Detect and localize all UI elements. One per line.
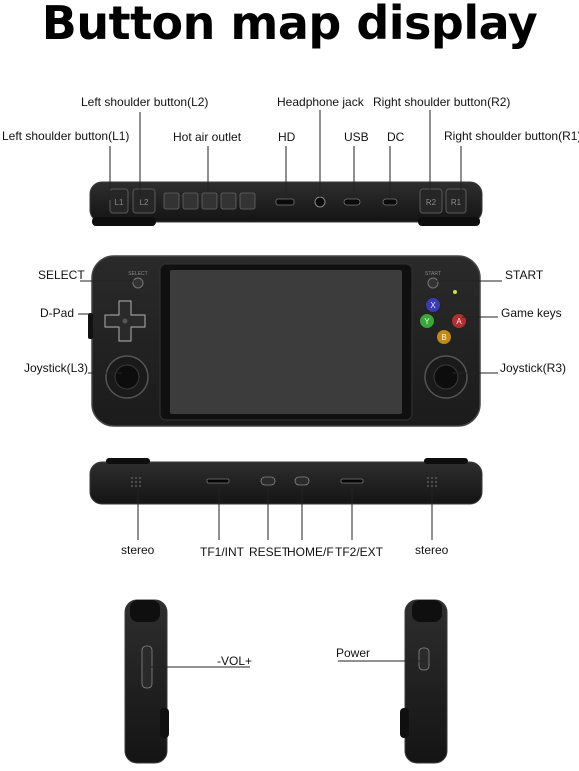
speaker-right-grille bbox=[427, 477, 437, 487]
key-y[interactable] bbox=[419, 313, 435, 329]
label-hot-air-outlet: Hot air outlet bbox=[173, 130, 242, 144]
label-headphone-jack: Headphone jack bbox=[277, 95, 364, 109]
front-view-leader-lines bbox=[78, 280, 502, 374]
label-power: Power bbox=[336, 646, 371, 660]
start-button[interactable] bbox=[427, 277, 439, 289]
start-print: START bbox=[425, 271, 441, 277]
label-select: SELECT bbox=[38, 268, 85, 282]
label-stereo-right: stereo bbox=[415, 543, 449, 557]
label-dpad: D-Pad bbox=[40, 306, 75, 320]
label-volume: -VOL+ bbox=[217, 654, 253, 668]
tf1-slot bbox=[206, 478, 230, 484]
l1-mark: L1 bbox=[115, 198, 124, 207]
l1-button[interactable] bbox=[109, 188, 129, 214]
headphone-jack-port bbox=[314, 196, 326, 208]
bottom-view-leader-lines bbox=[137, 484, 433, 540]
reset-button[interactable] bbox=[260, 476, 276, 486]
key-x-label: X bbox=[430, 301, 436, 310]
label-right-shoulder-r2: Right shoulder button(R2) bbox=[373, 95, 511, 109]
right-side-grip-knob bbox=[400, 708, 409, 738]
bottom-view-bumper-right bbox=[424, 458, 468, 464]
dc-port bbox=[382, 198, 398, 206]
right-side-body bbox=[404, 599, 448, 764]
status-led bbox=[453, 290, 457, 294]
l2-button[interactable] bbox=[132, 188, 156, 214]
left-side-trigger bbox=[130, 600, 160, 622]
front-view-device: SELECT START X Y A B bbox=[88, 255, 481, 427]
label-joystick-r3: Joystick(R3) bbox=[500, 361, 567, 375]
tf2-slot bbox=[340, 478, 364, 484]
label-left-shoulder-l2: Left shoulder button(L2) bbox=[81, 95, 209, 109]
left-side-view-device bbox=[124, 599, 169, 764]
key-b-label: B bbox=[441, 333, 446, 342]
bottom-view-body bbox=[89, 461, 483, 505]
r2-button[interactable] bbox=[419, 188, 443, 214]
right-side-view-device bbox=[400, 599, 448, 764]
top-view-leader-lines bbox=[109, 110, 462, 200]
label-joystick-l3: Joystick(L3) bbox=[24, 361, 89, 375]
side-view-leader-lines bbox=[150, 660, 426, 668]
label-stereo-left: stereo bbox=[121, 543, 155, 557]
joystick-r3[interactable] bbox=[433, 364, 459, 390]
r2-mark: R2 bbox=[426, 198, 437, 207]
label-tf1: TF1/INT bbox=[200, 545, 244, 559]
left-side-button bbox=[88, 313, 93, 339]
label-usb: USB bbox=[344, 130, 369, 144]
bottom-view-device bbox=[89, 458, 483, 505]
r1-mark: R1 bbox=[451, 198, 462, 207]
label-hd: HD bbox=[278, 130, 296, 144]
key-b[interactable] bbox=[436, 329, 452, 345]
page-title: Button map display bbox=[41, 0, 538, 50]
left-side-grip-knob bbox=[160, 708, 169, 738]
usb-port bbox=[343, 198, 361, 206]
key-a-label: A bbox=[456, 317, 462, 326]
hd-port bbox=[275, 198, 295, 206]
label-reset: RESET bbox=[249, 545, 290, 559]
dpad-center bbox=[122, 318, 128, 324]
key-y-label: Y bbox=[424, 317, 430, 326]
speaker-left-grille bbox=[131, 477, 141, 487]
joystick-l3[interactable] bbox=[114, 364, 140, 390]
label-left-shoulder-l1: Left shoulder button(L1) bbox=[2, 129, 130, 143]
label-right-shoulder-r1: Right shoulder button(R1) bbox=[444, 129, 579, 143]
top-view-bumper-left bbox=[92, 217, 156, 226]
right-side-trigger bbox=[412, 600, 442, 622]
hot-air-outlet-vents bbox=[163, 192, 256, 210]
label-tf2: TF2/EXT bbox=[335, 545, 384, 559]
label-game-keys: Game keys bbox=[501, 306, 562, 320]
select-print: SELECT bbox=[128, 271, 147, 277]
label-start: START bbox=[505, 268, 544, 282]
screen bbox=[170, 270, 402, 414]
top-view-device: L1 L2 R2 R1 bbox=[89, 181, 483, 226]
top-view-bumper-right bbox=[418, 217, 480, 226]
label-home: HOME/F bbox=[287, 545, 334, 559]
l2-mark: L2 bbox=[140, 198, 149, 207]
key-x[interactable] bbox=[425, 297, 441, 313]
bottom-view-bumper-left bbox=[106, 458, 150, 464]
label-dc: DC bbox=[387, 130, 405, 144]
home-button[interactable] bbox=[294, 476, 310, 486]
select-button[interactable] bbox=[132, 277, 144, 289]
power-button[interactable] bbox=[418, 647, 430, 671]
